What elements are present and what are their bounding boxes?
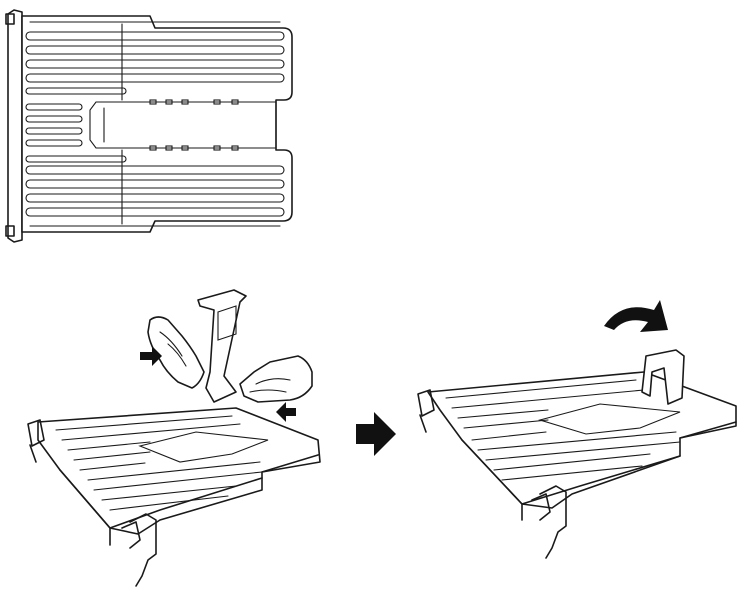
tray-top-view: [5, 9, 293, 243]
tray-ribs-middle: [25, 103, 83, 147]
tray-ribs-top: [25, 31, 285, 95]
slot-notches: [149, 99, 239, 151]
rotate-arrow-icon: [604, 300, 668, 332]
tray-ribs-bottom: [25, 155, 285, 217]
tray-perspective-step1: [27, 289, 321, 587]
squeeze-arrow-right: [276, 402, 296, 422]
tray-ribs-step1: [55, 415, 263, 511]
tray-ribs-step2: [445, 379, 681, 481]
raised-stopper: [641, 349, 685, 405]
tray-perspective-step2: [417, 300, 737, 559]
squeeze-arrow-left: [140, 346, 162, 366]
next-step-arrow: [356, 412, 396, 456]
